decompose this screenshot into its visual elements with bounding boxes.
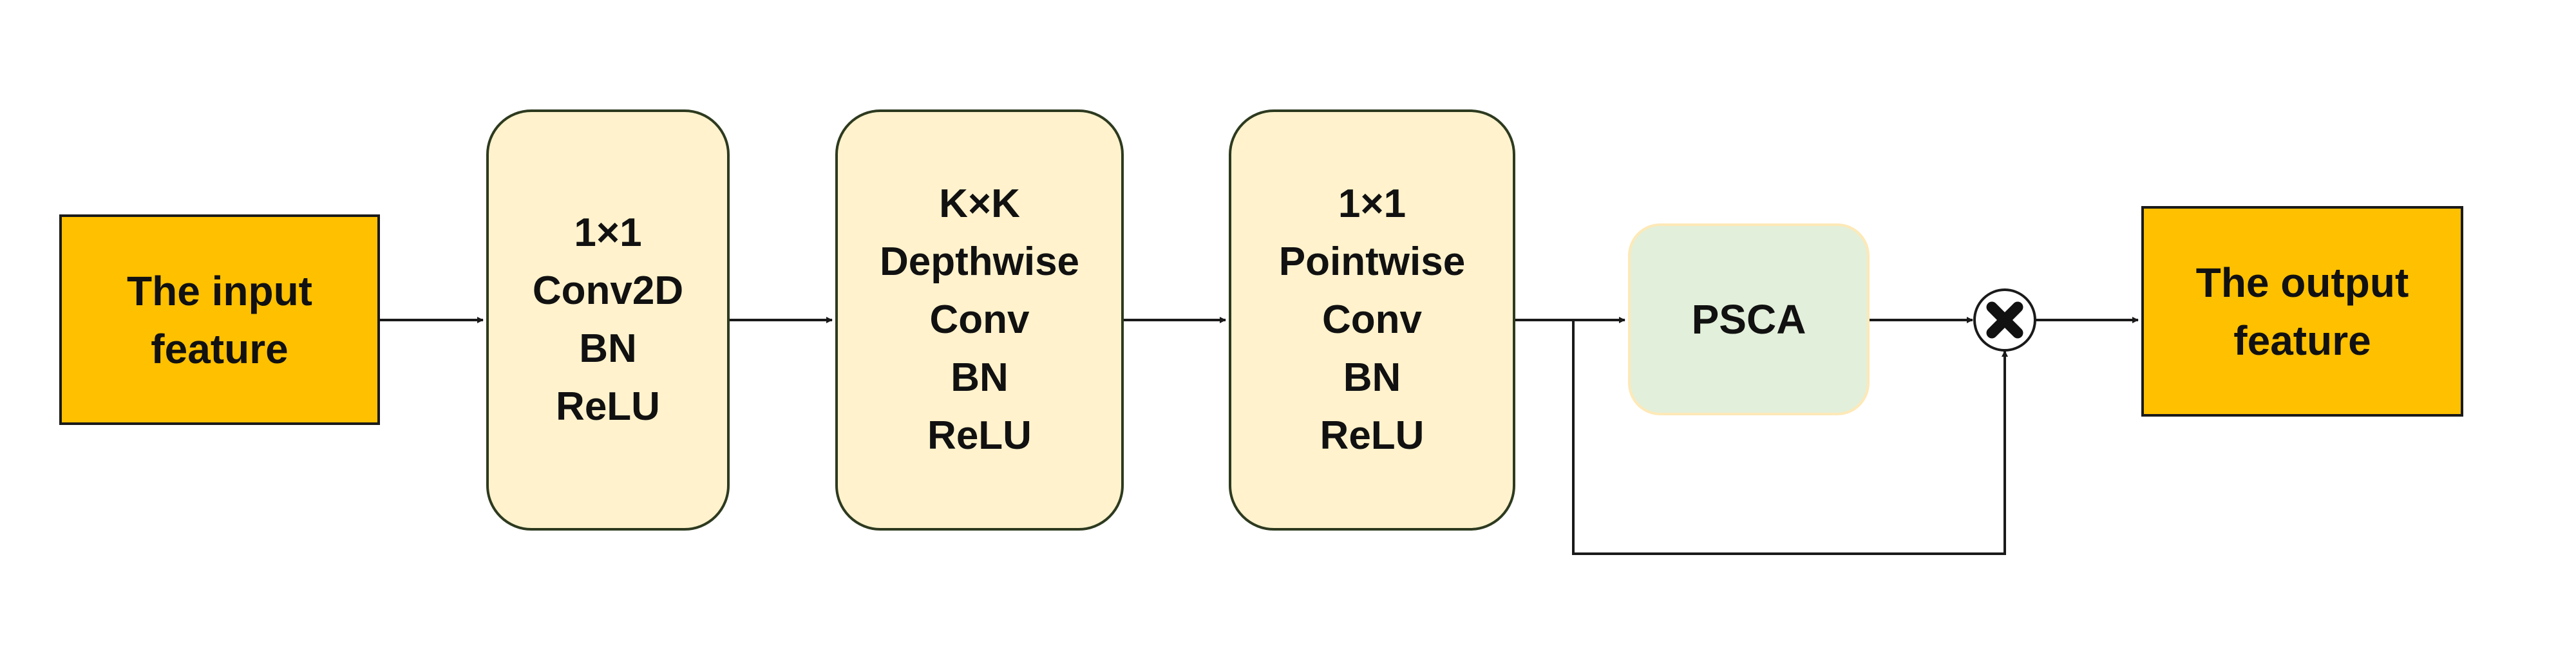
conv2d-bn-label: BN — [579, 326, 637, 371]
input-label-line-1: The input — [127, 267, 312, 314]
depthwise-conv-block: K×K Depthwise Conv BN ReLU — [835, 109, 1124, 531]
skip-connection — [1572, 320, 2008, 555]
conv2d-kernel-label: 1×1 — [574, 211, 642, 255]
pointwise-conv-label: Conv — [1322, 297, 1422, 342]
input-label-line-2: feature — [151, 325, 289, 372]
depthwise-relu-label: ReLU — [927, 413, 1032, 458]
output-label-line-1: The output — [2195, 259, 2409, 306]
psca-label: PSCA — [1691, 296, 1806, 343]
output-label-line-2: feature — [2233, 317, 2371, 364]
conv2d-type-label: Conv2D — [532, 269, 684, 313]
depthwise-bn-label: BN — [951, 355, 1009, 400]
output-feature-box: The output feature — [2141, 206, 2463, 417]
input-feature-box: The input feature — [59, 214, 380, 425]
conv2d-relu-label: ReLU — [556, 384, 660, 429]
psca-block: PSCA — [1628, 223, 1870, 415]
depthwise-kernel-label: K×K — [939, 182, 1020, 226]
pointwise-conv-block: 1×1 Pointwise Conv BN ReLU — [1229, 109, 1515, 531]
multiply-icon — [1986, 301, 2023, 339]
depthwise-conv-label: Conv — [929, 297, 1030, 342]
pointwise-relu-label: ReLU — [1320, 413, 1425, 458]
pointwise-kernel-label: 1×1 — [1338, 182, 1406, 226]
pointwise-bn-label: BN — [1343, 355, 1401, 400]
depthwise-type-label: Depthwise — [879, 240, 1080, 284]
multiply-node — [1973, 288, 2036, 352]
pointwise-type-label: Pointwise — [1278, 240, 1466, 284]
conv2d-block: 1×1 Conv2D BN ReLU — [486, 109, 730, 531]
